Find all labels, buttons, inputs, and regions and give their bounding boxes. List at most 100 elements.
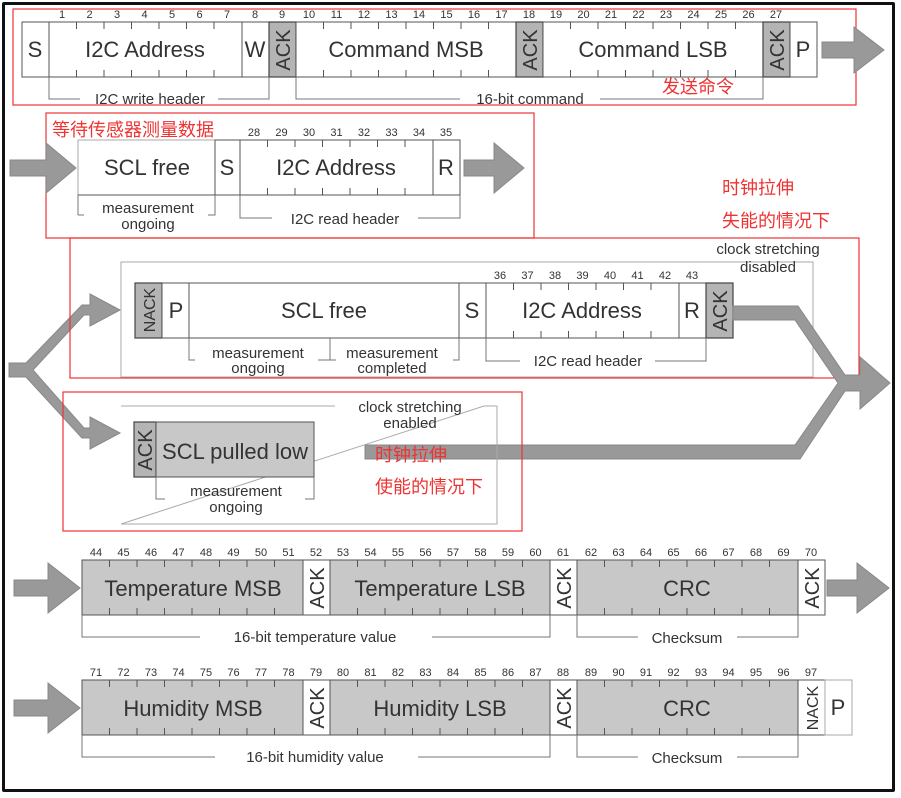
- field-command-msb-label: Command MSB: [328, 37, 483, 62]
- bit-number: 54: [364, 547, 376, 559]
- row-humidity: Humidity MSB ACK Humidity LSB ACK CRC NA…: [13, 667, 853, 767]
- field-ack-1-label: ACK: [307, 687, 329, 729]
- bit-number: 58: [474, 547, 486, 559]
- field-nack-label: NACK: [805, 685, 822, 730]
- field-stop: [789, 21, 818, 78]
- branch-arrow: [8, 293, 122, 450]
- bracket-ongoing-label-1: measurement: [212, 345, 305, 362]
- bit-number: 63: [612, 547, 624, 559]
- field-start: [21, 21, 50, 78]
- field-write-label: W: [245, 37, 266, 62]
- bit-number: 76: [227, 667, 239, 679]
- bit-number: 12: [358, 9, 370, 21]
- field-temperature-msb: [81, 559, 304, 616]
- field-ack-label: ACK: [135, 429, 157, 471]
- bit-number: 2: [86, 9, 92, 21]
- field-ack-2-label: ACK: [554, 567, 576, 609]
- bracket-completed-label-2: completed: [357, 360, 426, 377]
- field-read: [432, 139, 461, 196]
- bit-number: 41: [631, 270, 643, 282]
- field-scl-pulled-low: [155, 421, 315, 478]
- bit-number: 27: [770, 9, 782, 21]
- field-stop: [824, 679, 853, 736]
- bit-number: 37: [521, 270, 533, 282]
- field-start: [214, 139, 241, 196]
- field-ack-2-label: ACK: [554, 687, 576, 729]
- bracket-meas-label-2: ongoing: [209, 499, 262, 516]
- bit-number: 39: [576, 270, 588, 282]
- bit-number: 21: [605, 9, 617, 21]
- field-crc-label: CRC: [663, 576, 711, 601]
- bit-number: 66: [695, 547, 707, 559]
- bit-number: 45: [117, 547, 129, 559]
- bit-number: 30: [303, 127, 315, 139]
- bit-number: 4: [141, 9, 147, 21]
- bit-number: 43: [686, 270, 698, 282]
- bit-number: 85: [474, 667, 486, 679]
- bracket-checksum-label: Checksum: [652, 630, 723, 647]
- bit-number: 78: [282, 667, 294, 679]
- field-i2c-address-label: I2C Address: [85, 37, 205, 62]
- annotation-stretch-enabled-1: 时钟拉伸: [375, 445, 447, 466]
- bit-number: 72: [117, 667, 129, 679]
- bit-number: 69: [777, 547, 789, 559]
- bit-number: 33: [385, 127, 397, 139]
- bit-number: 96: [777, 667, 789, 679]
- field-start-label: S: [28, 37, 43, 62]
- field-read-label: R: [684, 298, 700, 323]
- bit-number: 31: [330, 127, 342, 139]
- bit-number: 62: [585, 547, 597, 559]
- field-scl-free-label: SCL free: [281, 298, 367, 323]
- field-humidity-msb-label: Humidity MSB: [123, 696, 262, 721]
- bit-number: 25: [715, 9, 727, 21]
- bit-number: 18: [523, 9, 535, 21]
- bracket-measurement: [188, 338, 460, 361]
- bit-number: 92: [667, 667, 679, 679]
- bit-number: 70: [805, 547, 817, 559]
- bit-ticks: [76, 22, 736, 77]
- bit-number: 86: [502, 667, 514, 679]
- bit-number: 42: [659, 270, 671, 282]
- bit-number: 79: [310, 667, 322, 679]
- mode-label-1: clock stretching: [358, 399, 461, 416]
- bit-number: 10: [303, 9, 315, 21]
- bit-number: 93: [695, 667, 707, 679]
- bracket-humidity-value: [81, 735, 551, 758]
- bit-number: 90: [612, 667, 624, 679]
- field-start-label: S: [220, 155, 235, 180]
- bit-number: 51: [282, 547, 294, 559]
- bit-number: 53: [337, 547, 349, 559]
- merge-arrow: [364, 305, 891, 460]
- bit-number: 28: [248, 127, 260, 139]
- bit-number: 19: [550, 9, 562, 21]
- bit-number: 26: [742, 9, 754, 21]
- bit-number: 36: [494, 270, 506, 282]
- field-scl-free-label: SCL free: [104, 155, 190, 180]
- bit-number: 64: [640, 547, 652, 559]
- annotation-stretch-disabled-2: 失能的情况下: [722, 211, 830, 232]
- bit-number: 87: [529, 667, 541, 679]
- field-ack-1-label: ACK: [273, 29, 295, 71]
- bracket-write-header: [48, 77, 270, 100]
- bit-number: 74: [172, 667, 184, 679]
- bit-ticks: [513, 283, 652, 338]
- bit-number: 11: [331, 9, 342, 21]
- bracket-read-header: [485, 338, 707, 362]
- bit-number: 17: [495, 9, 507, 21]
- bracket-completed-label-1: measurement: [346, 345, 439, 362]
- bit-ticks: [267, 140, 406, 195]
- field-i2c-address: [485, 282, 680, 339]
- mode-label-2: disabled: [740, 259, 796, 276]
- bracket-meas-label-1: measurement: [190, 483, 283, 500]
- bit-number: 84: [447, 667, 459, 679]
- bit-number: 67: [722, 547, 734, 559]
- field-i2c-address-label: I2C Address: [522, 298, 642, 323]
- field-i2c-address-label: I2C Address: [276, 155, 396, 180]
- flow-arrow-in: [13, 681, 81, 735]
